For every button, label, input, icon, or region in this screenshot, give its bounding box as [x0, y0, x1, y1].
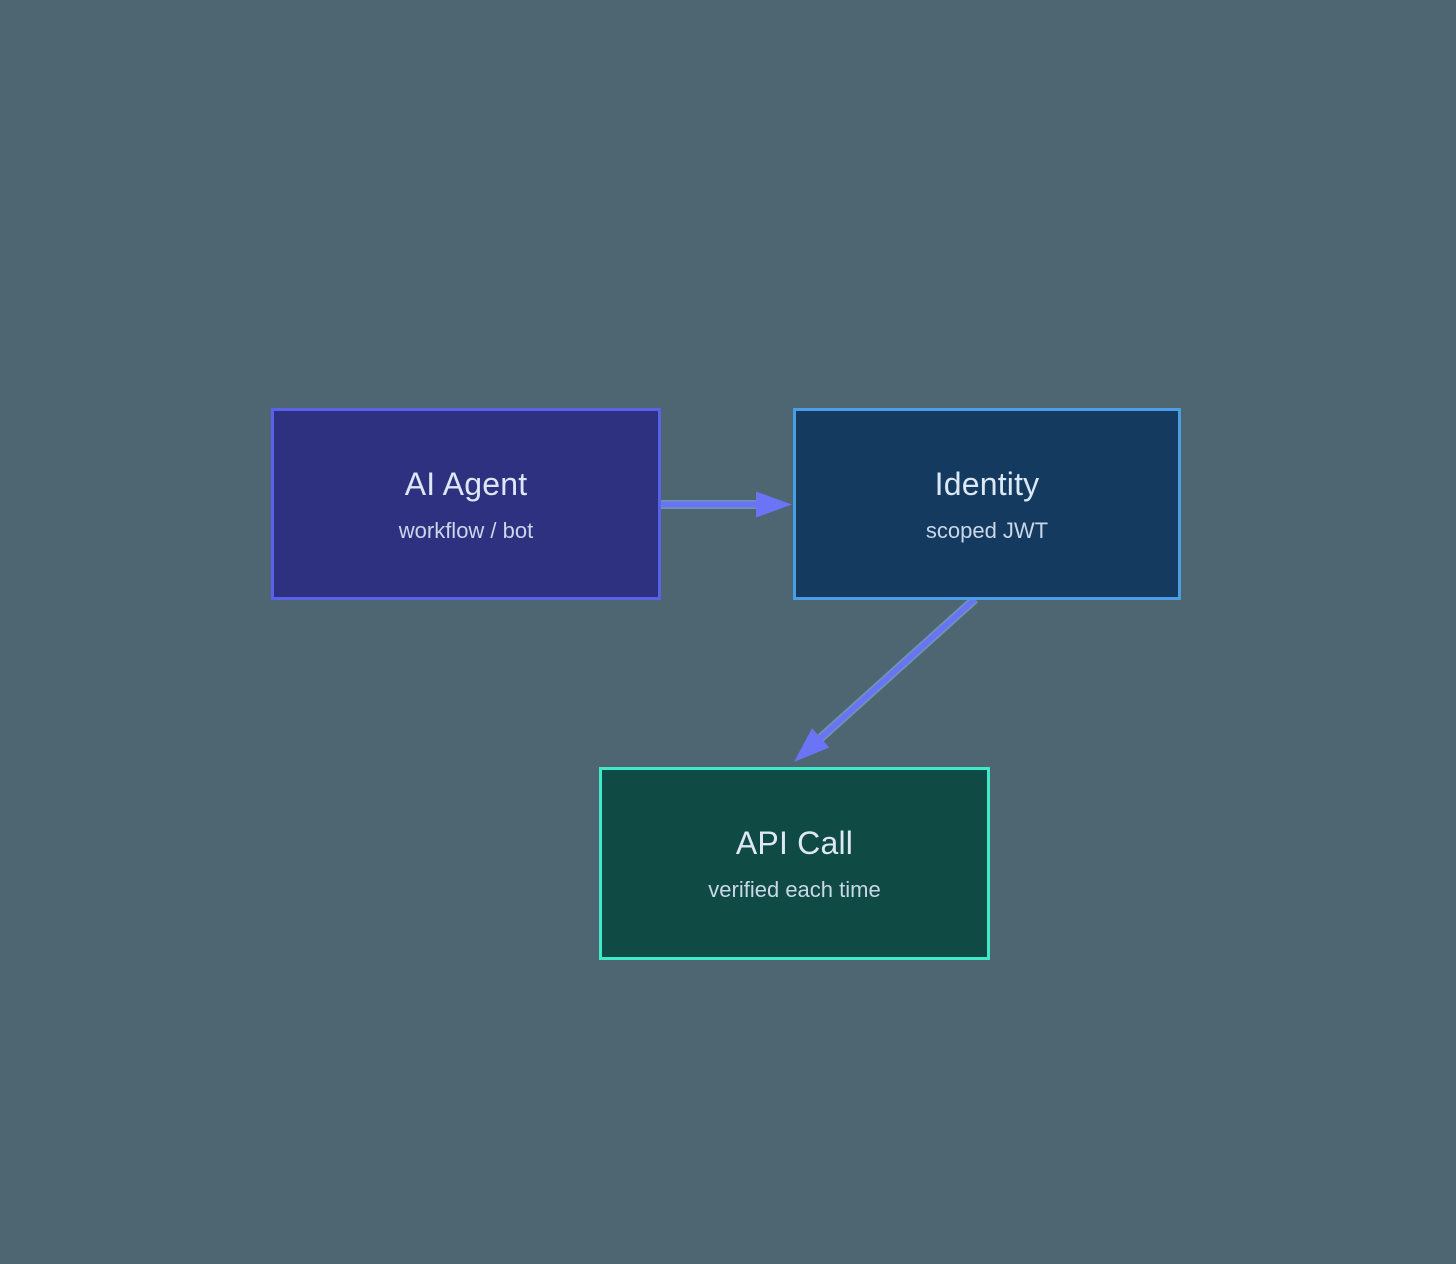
node-identity-title: Identity — [934, 465, 1040, 502]
node-identity: Identity scoped JWT — [793, 408, 1181, 600]
arrow-identity-to-api-call — [794, 595, 979, 762]
node-api-call-title: API Call — [735, 825, 854, 861]
node-ai-agent-title: AI Agent — [404, 465, 528, 502]
node-identity-subtitle: scoped JWT — [925, 517, 1049, 543]
node-ai-agent: AI Agent workflow / bot — [271, 408, 661, 600]
arrow-ai-agent-to-identity — [661, 491, 792, 518]
node-api-call: API Call verified each time — [599, 767, 990, 960]
node-ai-agent-subtitle: workflow / bot — [398, 517, 534, 543]
arrowhead-down-left-icon — [794, 728, 830, 762]
node-api-call-subtitle: verified each time — [708, 877, 881, 902]
arrowhead-right-icon — [756, 491, 792, 518]
